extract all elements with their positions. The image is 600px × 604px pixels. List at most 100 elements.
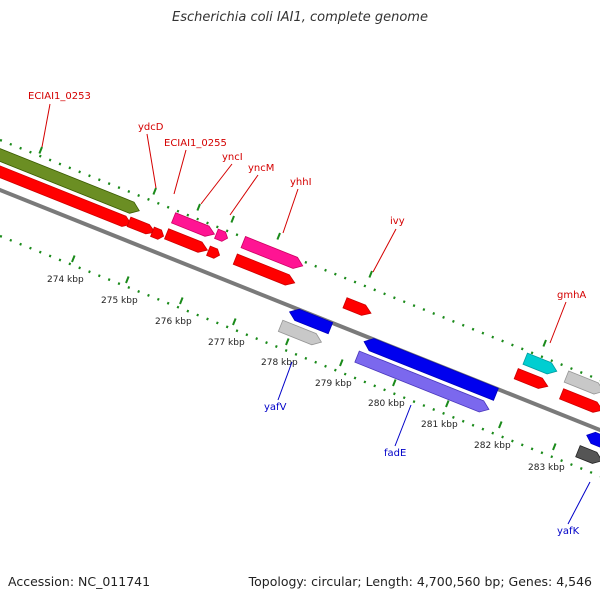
gray-cds-right (563, 370, 600, 395)
outer-scale-dot (363, 284, 367, 288)
ruler-major-tick (392, 379, 397, 387)
inner-scale-dot (550, 455, 554, 459)
inner-scale-dot (176, 305, 180, 309)
outer-scale-major-tick (38, 146, 43, 154)
outer-scale-dot (442, 315, 445, 319)
inner-scale-dot (363, 380, 367, 384)
outer-scale-dot (343, 276, 347, 280)
outer-scale-dot (412, 304, 416, 308)
red-cds-a (0, 165, 133, 227)
outer-scale-major-tick (542, 339, 547, 347)
ruler-kbp-label: 278 kbp (261, 358, 298, 368)
outer-scale-dot (38, 154, 42, 158)
topology-label: Topology: circular; Length: 4,700,560 bp… (248, 574, 592, 589)
outer-scale-dot (402, 300, 406, 304)
outer-scale-dot (392, 296, 396, 300)
inner-scale-dot (206, 317, 209, 321)
ruler-kbp-label: 276 kbp (155, 317, 192, 327)
outer-scale-dot (481, 331, 485, 335)
inner-scale-dot (48, 254, 52, 258)
inner-scale-dot (501, 435, 504, 439)
outer-scale-dot (570, 367, 573, 371)
outer-scale-dot (176, 209, 180, 213)
inner-scale-dot (215, 321, 219, 325)
pink-gene-c (240, 236, 304, 269)
gene-leader-line (282, 188, 299, 234)
outer-scale-dot (530, 351, 534, 355)
outer-scale-dot (333, 272, 337, 276)
outer-scale-dot (579, 371, 583, 374)
outer-scale-dot (88, 174, 91, 178)
olive-gene (0, 148, 140, 214)
gene-label: yhhI (290, 177, 312, 188)
inner-scale-dot (97, 274, 101, 278)
blue-gene-yafk (586, 431, 600, 448)
inner-scale-dot (452, 415, 455, 419)
inner-scale-dot (333, 368, 337, 372)
inner-scale-dot (432, 408, 436, 411)
inner-scale-dot (530, 447, 534, 451)
outer-scale-dot (225, 229, 229, 233)
ruler-kbp-label: 282 kbp (474, 441, 511, 451)
gene-label: yncM (248, 163, 274, 174)
outer-scale-dot (48, 158, 52, 162)
inner-scale-dot (589, 470, 593, 474)
inner-scale-dot (422, 404, 426, 408)
outer-scale-major-tick (152, 187, 157, 195)
gene-leader-line (567, 481, 591, 525)
inner-scale-dot (343, 372, 347, 376)
ruler-major-tick (339, 359, 344, 367)
inner-scale-dot (392, 392, 396, 396)
ruler-major-tick (232, 318, 237, 326)
blue-gene-fade (363, 338, 499, 401)
outer-scale-dot (78, 170, 81, 174)
outer-scale-dot (461, 323, 465, 327)
inner-scale-dot (235, 329, 239, 333)
outer-scale-dot (137, 193, 141, 197)
red-cds-gmha (513, 368, 549, 389)
purple-cds-fade (354, 350, 490, 413)
outer-scale-dot (156, 201, 160, 205)
pink-gene-a (171, 212, 216, 237)
red-cds-ivy (232, 253, 296, 286)
outer-scale-dot (432, 312, 436, 315)
outer-scale-dot (97, 178, 101, 182)
inner-scale-dot (0, 234, 3, 238)
outer-scale-dot (314, 264, 318, 268)
inner-scale-dot (166, 301, 170, 305)
outer-scale-dot (589, 374, 593, 378)
ruler-kbp-label: 279 kbp (315, 379, 352, 389)
outer-scale-dot (383, 292, 386, 296)
inner-scale-dot (147, 293, 150, 297)
ruler-major-tick (552, 443, 557, 451)
inner-scale-dot (255, 337, 259, 341)
inner-scale-dot (29, 246, 32, 250)
inner-scale-dot (274, 345, 278, 349)
dark-gray-cds-yafk (575, 445, 600, 464)
inner-scale-dot (511, 439, 514, 443)
ruler-kbp-label: 281 kbp (421, 420, 458, 430)
outer-scale-dot (147, 197, 150, 201)
inner-scale-dot (38, 250, 42, 254)
ruler-major-tick (71, 255, 76, 263)
inner-scale-dot (186, 309, 190, 313)
red-cds-ivy (342, 297, 372, 316)
gene-leader-line (146, 133, 157, 189)
inner-scale-dot (88, 270, 91, 274)
outer-scale-dot (127, 190, 131, 194)
inner-scale-dot (107, 278, 111, 282)
inner-scale-dot (156, 297, 160, 301)
inner-scale-dot (314, 360, 318, 364)
inner-scale-dot (117, 282, 121, 286)
inner-scale-dot (196, 313, 200, 317)
inner-scale-dot (9, 238, 13, 242)
outer-scale-dot (373, 288, 377, 292)
inner-scale-dot (225, 325, 229, 329)
ruler-kbp-label: 275 kbp (101, 296, 138, 306)
outer-scale-major-tick (230, 215, 235, 223)
inner-scale-dot (383, 388, 386, 392)
ruler-major-tick (445, 400, 450, 408)
gene-label: yafK (557, 526, 580, 537)
inner-scale-dot (58, 258, 62, 262)
